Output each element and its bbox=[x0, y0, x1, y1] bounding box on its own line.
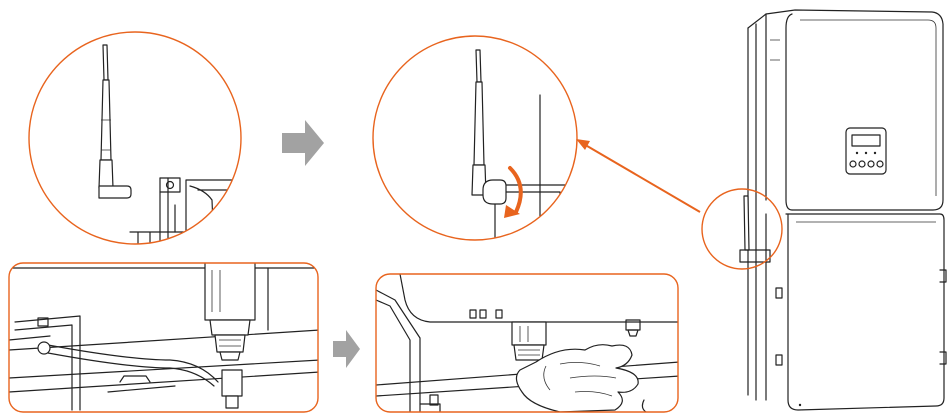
zoom-frame-hand-tighten bbox=[375, 273, 679, 413]
inverter-display-panel bbox=[845, 127, 887, 175]
right-arrow-icon bbox=[282, 120, 324, 166]
right-arrow-icon bbox=[333, 330, 360, 368]
button-icon bbox=[867, 160, 875, 168]
curved-rotate-arrow-icon bbox=[504, 166, 523, 218]
callout-arrow-icon bbox=[576, 139, 701, 213]
hand-icon bbox=[515, 344, 639, 412]
button-icon bbox=[876, 160, 884, 168]
inverter-zoom-marker bbox=[701, 188, 783, 270]
zoom-circle-antenna-rotate bbox=[372, 35, 578, 241]
zoom-circle-antenna-before bbox=[28, 31, 242, 245]
zoom-frame-cable-connect bbox=[8, 262, 319, 413]
button-icon bbox=[849, 160, 857, 168]
inverter-unit bbox=[701, 9, 947, 411]
button-icon bbox=[858, 160, 866, 168]
antenna-icon bbox=[471, 49, 507, 205]
antenna-icon bbox=[98, 44, 132, 199]
